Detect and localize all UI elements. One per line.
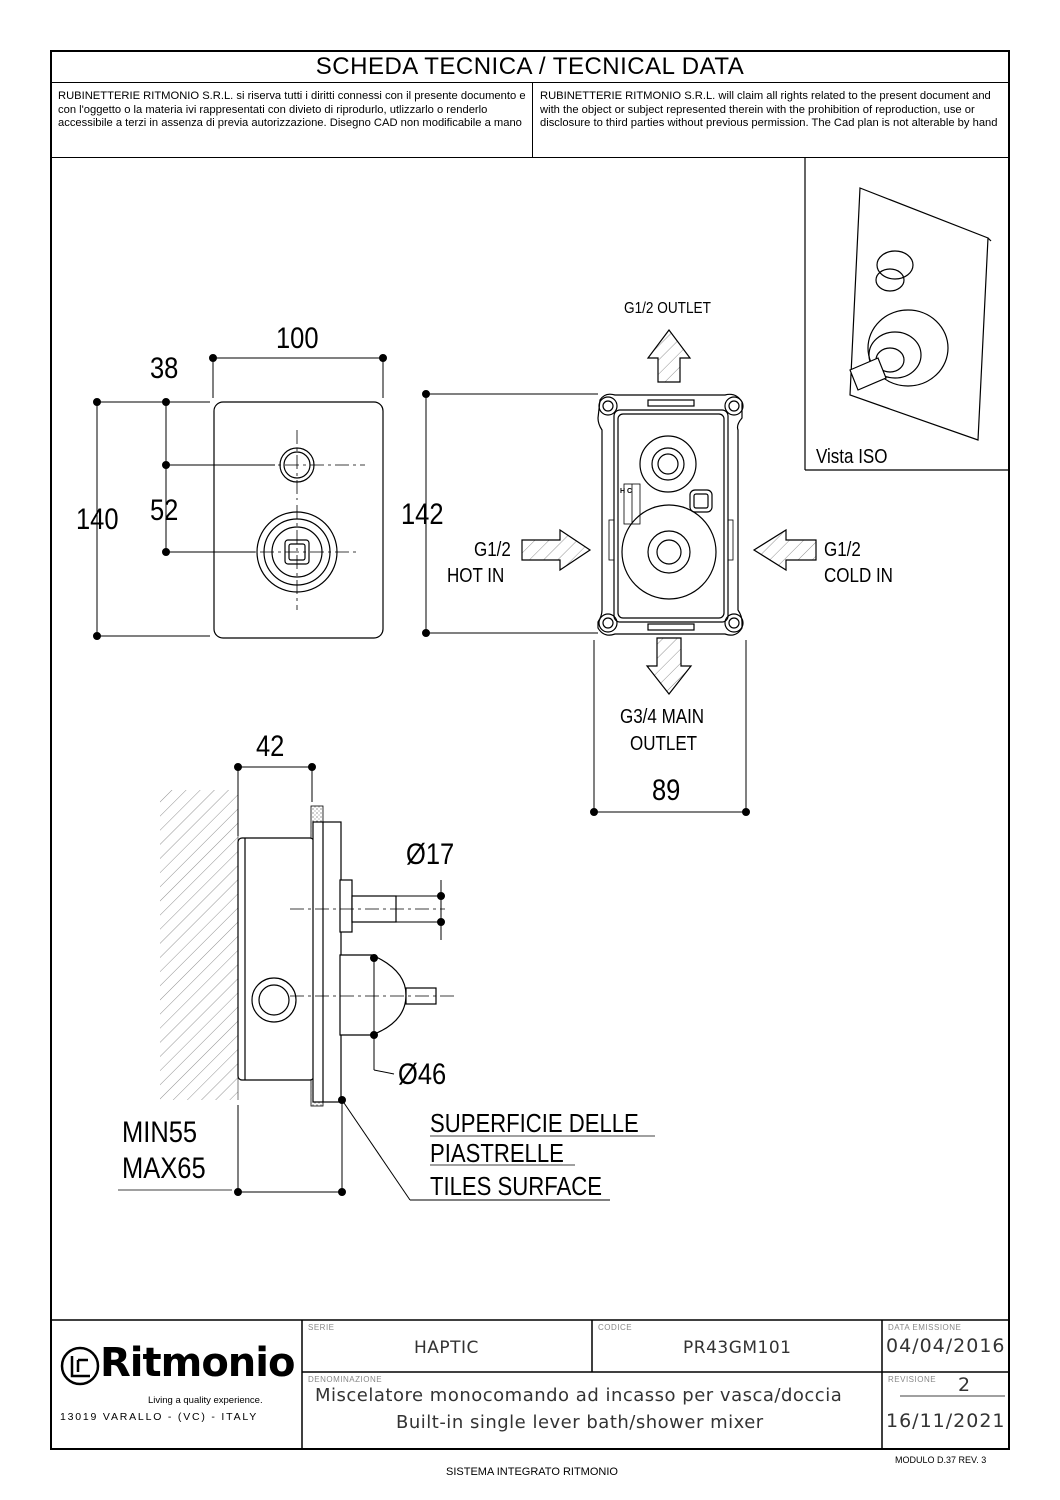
logo-address: 13019 VARALLO - (VC) - ITALY <box>60 1411 259 1423</box>
dim-front-height: 140 <box>76 503 119 536</box>
denominazione-en: Built-in single lever bath/shower mixer <box>396 1412 764 1433</box>
dim-diameter-17: Ø17 <box>406 838 455 871</box>
cold-in-arrow <box>752 528 817 572</box>
drawing-frame <box>50 50 1010 1450</box>
outlet-top-arrow <box>646 329 692 383</box>
notice-italian: RUBINETTERIE RITMONIO S.R.L. si riserva … <box>58 90 526 129</box>
header-divider <box>51 82 1009 83</box>
ritmonio-logo-mark <box>60 1346 100 1386</box>
flow-arrows <box>521 329 817 695</box>
dim-front-top-offset: 38 <box>150 352 179 385</box>
ritmonio-logo: Ritmonio <box>100 1340 295 1386</box>
label-tiles-1: SUPERFICIE DELLE <box>430 1108 639 1138</box>
system-label: SISTEMA INTEGRATO RITMONIO <box>446 1466 618 1478</box>
main-outlet-arrow <box>645 637 693 695</box>
codice-label: CODICE <box>598 1323 633 1332</box>
iso-view <box>804 157 1009 471</box>
revisione-label: REVISIONE <box>888 1375 937 1384</box>
dim-min: MIN55 <box>122 1116 198 1149</box>
side-view <box>160 790 455 1107</box>
serie-value: HAPTIC <box>414 1338 479 1358</box>
front-plate <box>213 401 384 639</box>
label-cold-in-2: COLD IN <box>824 565 893 587</box>
dim-front-width: 100 <box>276 322 319 355</box>
notice-divider <box>532 82 533 157</box>
label-tiles-2: PIASTRELLE <box>430 1138 564 1168</box>
logo-tagline: Living a quality experience. <box>148 1395 263 1406</box>
sheet-title: SCHEDA TECNICA / TECNICAL DATA <box>315 53 745 80</box>
hot-cold-symbols: H C <box>620 488 633 495</box>
front-dimensions <box>93 354 387 640</box>
label-hot-in-2: HOT IN <box>447 565 505 587</box>
revisione-value: 2 <box>958 1374 972 1396</box>
side-dimensions <box>118 763 655 1201</box>
dim-side-depth: 42 <box>256 730 285 763</box>
iso-view-label: Vista ISO <box>816 446 888 468</box>
label-main-outlet-2: OUTLET <box>630 733 698 755</box>
dim-max: MAX65 <box>122 1152 206 1185</box>
title-block-lines <box>51 1319 1009 1449</box>
module-code: MODULO D.37 REV. 3 <box>895 1455 987 1465</box>
dim-box-width: 89 <box>652 774 681 807</box>
revisione-date: 16/11/2021 <box>886 1410 1006 1432</box>
codice-value: PR43GM101 <box>683 1338 792 1358</box>
data-emissione-value: 04/04/2016 <box>886 1335 1006 1357</box>
hot-in-arrow <box>521 528 592 572</box>
denominazione-it: Miscelatore monocomando ad incasso per v… <box>315 1385 843 1406</box>
denominazione-label: DENOMINAZIONE <box>308 1375 383 1384</box>
label-cold-in-1: G1/2 <box>824 539 861 561</box>
notice-english: RUBINETTERIE RITMONIO S.R.L. will claim … <box>540 90 998 129</box>
data-emissione-label: DATA EMISSIONE <box>888 1323 962 1332</box>
dim-front-spacing: 52 <box>150 494 179 527</box>
embedded-box <box>597 393 744 636</box>
serie-label: SERIE <box>308 1323 335 1332</box>
dim-diameter-46: Ø46 <box>398 1058 447 1091</box>
dim-box-height: 142 <box>401 498 444 531</box>
notice-bottom-divider <box>51 157 1009 158</box>
label-hot-in-1: G1/2 <box>474 539 511 561</box>
label-tiles-3: TILES SURFACE <box>430 1171 602 1201</box>
label-outlet-top: G1/2 OUTLET <box>624 300 711 317</box>
label-main-outlet-1: G3/4 MAIN <box>620 706 705 728</box>
box-dimensions <box>422 390 750 816</box>
